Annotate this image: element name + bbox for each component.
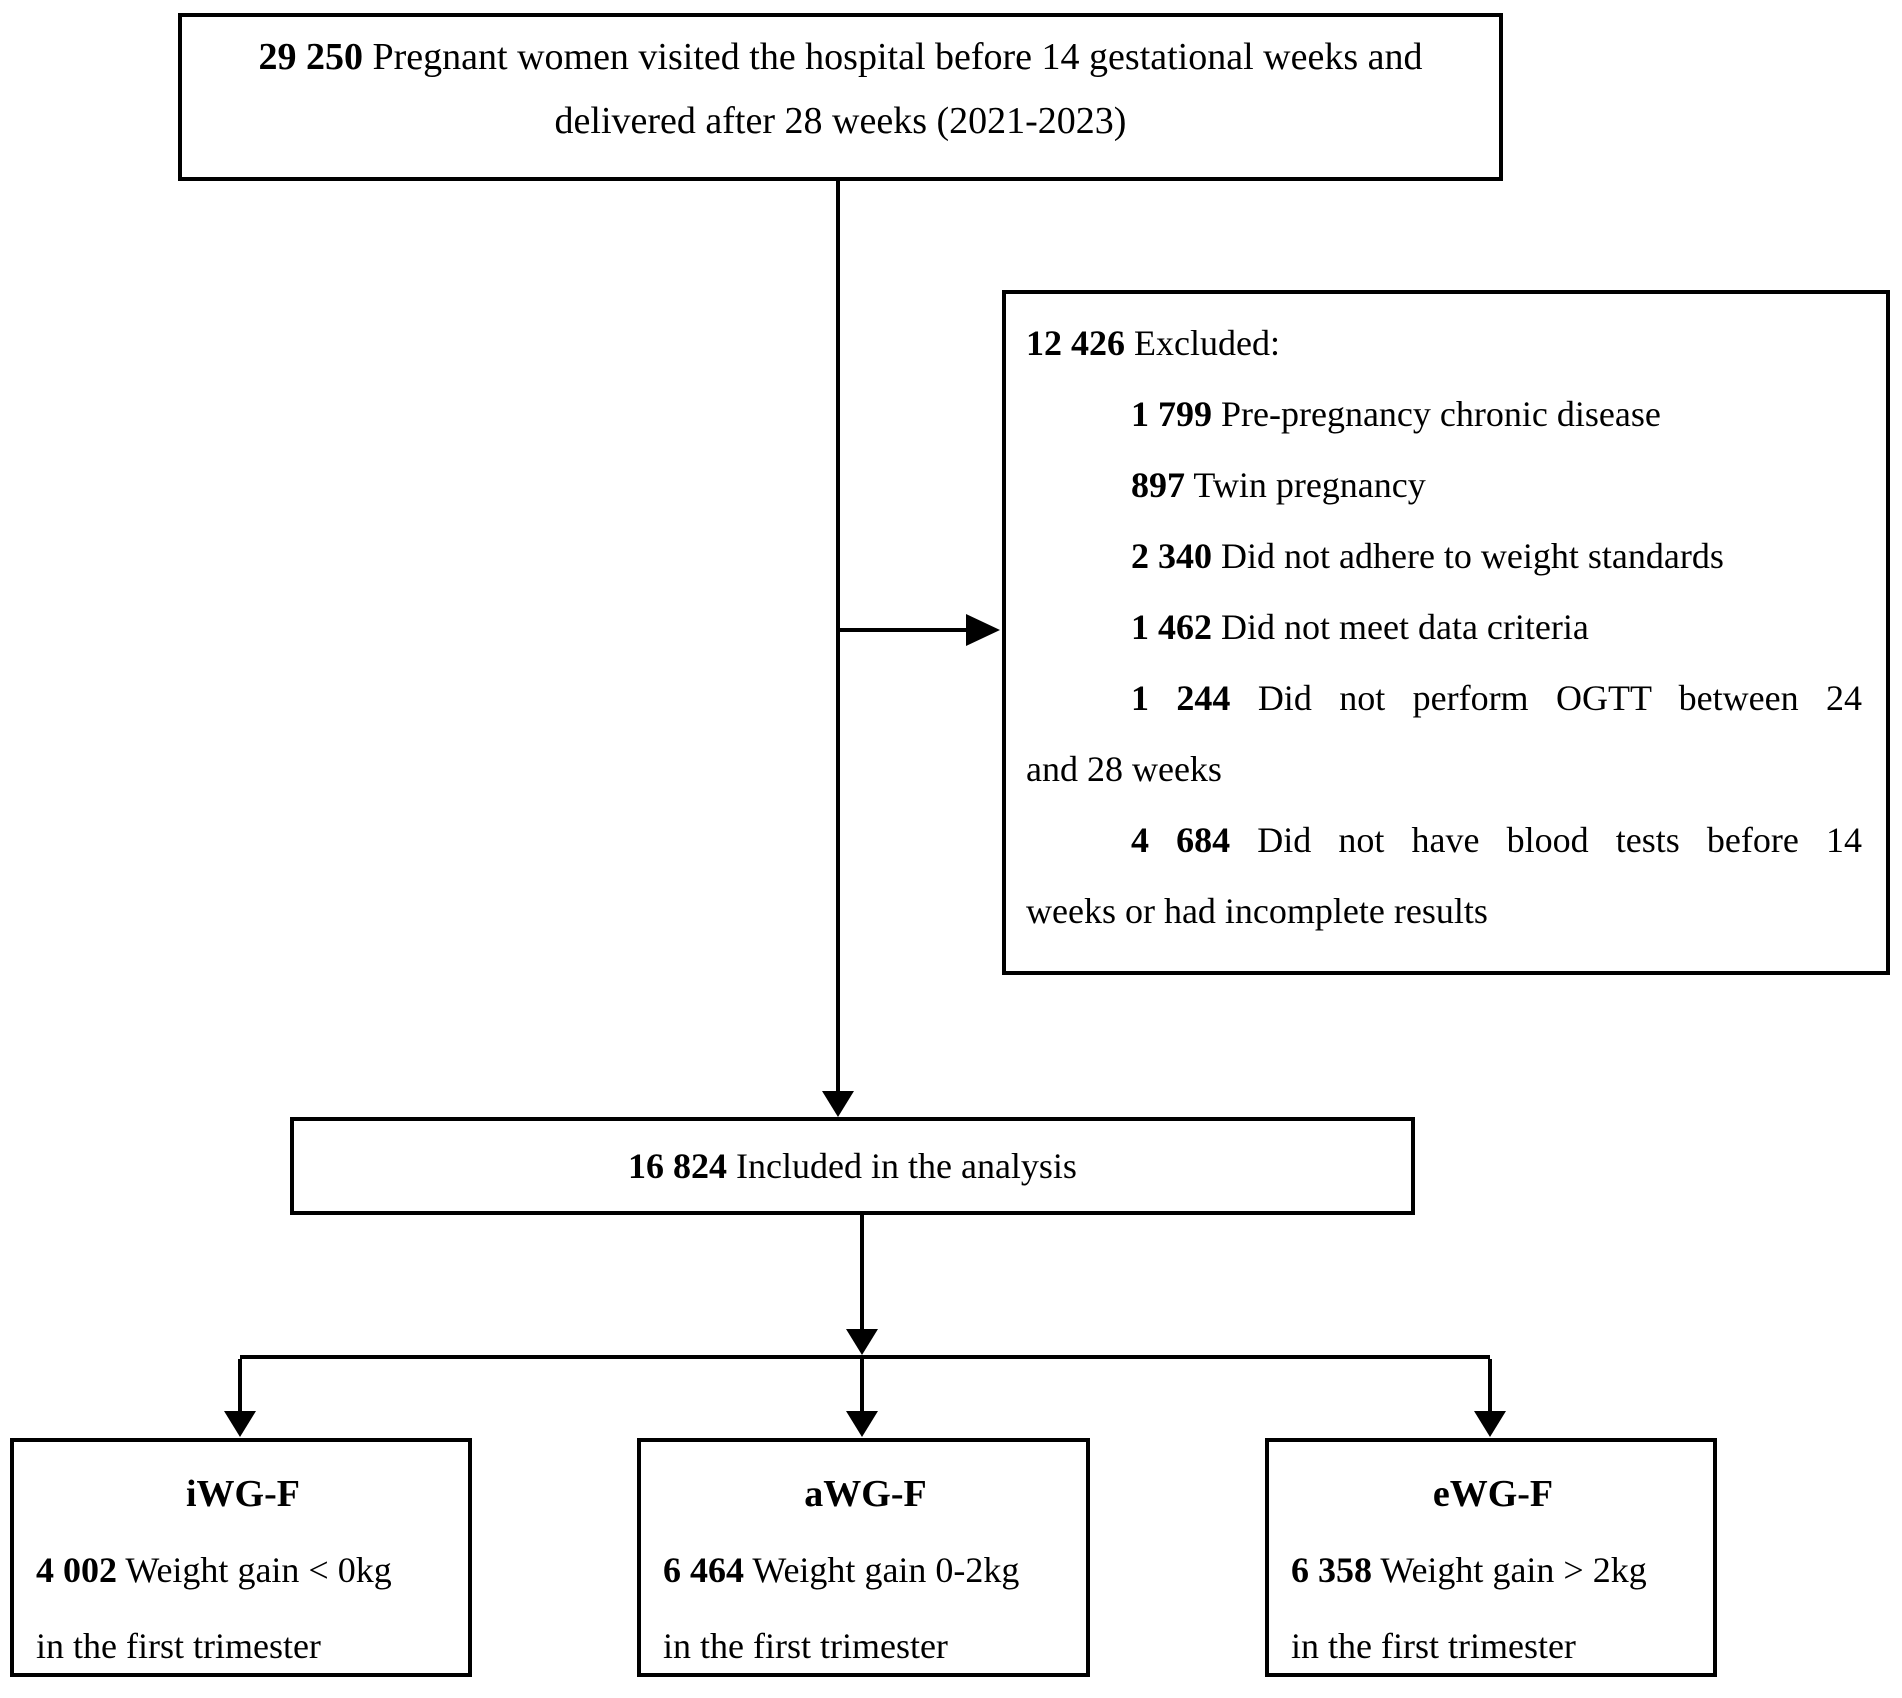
group-title: eWG-F (1432, 1473, 1554, 1515)
group-line-2: in the first trimester (663, 1626, 948, 1666)
arrowhead-down-included-icon (822, 1091, 854, 1117)
group-box-awgf: aWG-F 6 464 Weight gain 0-2kg in the fir… (637, 1438, 1090, 1677)
group-drop-line-ewgf (1488, 1359, 1492, 1411)
excluded-item: 2 340 Did not adhere to weight standards (1131, 521, 1862, 592)
excluded-header: 12 426 Excluded: (1026, 308, 1862, 379)
excluded-item: 1 799 Pre-pregnancy chronic disease (1131, 379, 1862, 450)
excluded-item-text: Did not have blood tests before 14 (1257, 820, 1862, 860)
group-count: 6 464 (663, 1550, 744, 1590)
excluded-item-text: Pre-pregnancy chronic disease (1221, 394, 1661, 434)
group-line-1: 6 464 Weight gain 0-2kg (663, 1532, 1068, 1608)
excluded-item-count: 2 340 (1131, 536, 1212, 576)
arrowhead-down-awgf-icon (846, 1411, 878, 1437)
excluded-item: 4 684 Did not have blood tests before 14 (1131, 805, 1862, 876)
main-flow-line (836, 181, 840, 1091)
enrollment-count: 29 250 (258, 36, 363, 78)
excluded-item-count: 4 684 (1131, 820, 1231, 860)
group-line-2: in the first trimester (36, 1626, 321, 1666)
group-line-1: 4 002 Weight gain < 0kg (36, 1532, 450, 1608)
arrowhead-down-junction-icon (846, 1329, 878, 1355)
excluded-item-text: Twin pregnancy (1193, 465, 1426, 505)
distributor-stem-line (860, 1215, 864, 1331)
excluded-item-count: 1 799 (1131, 394, 1212, 434)
group-line-1: 6 358 Weight gain > 2kg (1291, 1532, 1695, 1608)
arrowhead-down-iwgf-icon (224, 1411, 256, 1437)
group-title: iWG-F (186, 1473, 300, 1515)
excluded-item-text: Did not meet data criteria (1221, 607, 1589, 647)
excluded-item-count: 1 462 (1131, 607, 1212, 647)
enrollment-line-1: 29 250 Pregnant women visited the hospit… (182, 25, 1499, 89)
group-text: Weight gain < 0kg (125, 1550, 392, 1590)
group-box-iwgf: iWG-F 4 002 Weight gain < 0kg in the fir… (10, 1438, 472, 1677)
excluded-item-text: Did not adhere to weight standards (1221, 536, 1724, 576)
excluded-branch-line (838, 628, 966, 632)
group-box-ewgf: eWG-F 6 358 Weight gain > 2kg in the fir… (1265, 1438, 1717, 1677)
group-count: 6 358 (1291, 1550, 1372, 1590)
excluded-count: 12 426 (1026, 323, 1125, 363)
excluded-item: 1 462 Did not meet data criteria (1131, 592, 1862, 663)
group-drop-line-iwgf (238, 1359, 242, 1411)
group-line-2: in the first trimester (1291, 1626, 1576, 1666)
excluded-item-continuation: and 28 weeks (1026, 749, 1222, 789)
distributor-line (240, 1355, 1490, 1359)
group-text: Weight gain 0-2kg (752, 1550, 1020, 1590)
excluded-item: 897 Twin pregnancy (1131, 450, 1862, 521)
enrollment-box: 29 250 Pregnant women visited the hospit… (178, 13, 1503, 181)
enrollment-text: Pregnant women visited the hospital befo… (372, 36, 1423, 78)
group-count: 4 002 (36, 1550, 117, 1590)
group-title: aWG-F (804, 1473, 927, 1515)
excluded-box: 12 426 Excluded: 1 799 Pre-pregnancy chr… (1002, 290, 1890, 975)
excluded-item-count: 1 244 (1131, 678, 1231, 718)
included-count: 16 824 (628, 1146, 728, 1186)
excluded-item-text: Did not perform OGTT between 24 (1257, 678, 1863, 718)
excluded-header-text: Excluded: (1134, 323, 1280, 363)
included-box: 16 824 Included in the analysis (290, 1117, 1415, 1215)
enrollment-line-2: delivered after 28 weeks (2021-2023) (554, 100, 1127, 142)
group-text: Weight gain > 2kg (1380, 1550, 1647, 1590)
excluded-item: 1 244 Did not perform OGTT between 24 (1131, 663, 1862, 734)
arrowhead-down-ewgf-icon (1474, 1411, 1506, 1437)
excluded-item-count: 897 (1131, 465, 1185, 505)
included-line: 16 824 Included in the analysis (294, 1121, 1411, 1211)
excluded-item-continuation: weeks or had incomplete results (1026, 891, 1488, 931)
group-drop-line-awgf (860, 1359, 864, 1411)
included-text: Included in the analysis (736, 1146, 1077, 1186)
arrowhead-right-excluded-icon (966, 614, 1000, 646)
